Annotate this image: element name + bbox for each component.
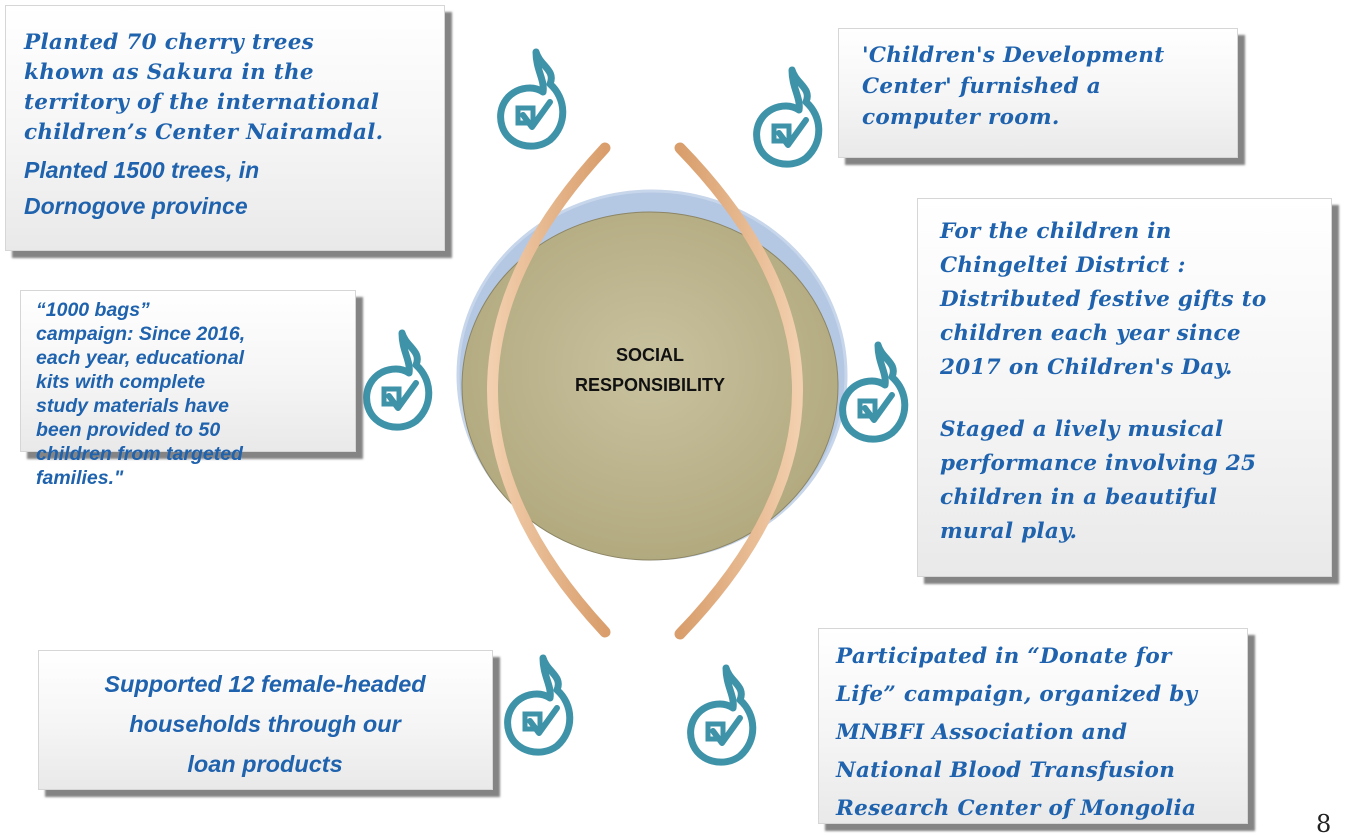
page-number: 8 (1316, 810, 1332, 838)
check-drop-icon (838, 337, 914, 447)
item-text-mid-right-2: Staged a lively musical performance invo… (940, 417, 1257, 544)
item-box-top-left (5, 5, 445, 251)
check-drop-icon (496, 44, 572, 154)
center-label: SOCIAL RESPONSIBILITY (520, 340, 780, 400)
center-label-line1: SOCIAL (615, 345, 684, 365)
check-drop-icon (686, 660, 762, 770)
item-text-bottom-left: Supported 12 female-headed households th… (104, 671, 426, 777)
item-text-bottom-right: Participated in “Donate for Life” campai… (836, 644, 1198, 821)
center-ellipse (461, 211, 839, 561)
item-box-top-right (838, 28, 1238, 158)
center-label-line2: RESPONSIBILITY (574, 375, 726, 395)
check-drop-icon (503, 650, 579, 760)
item-box-mid-right (917, 198, 1332, 577)
item-text-mid-left: “1000 bags” campaign: Since 2016, each y… (36, 299, 246, 489)
item-text-top-left: Planted 70 cherry trees khown as Sakura … (24, 30, 384, 145)
item-text-mid-right: For the children in Chingeltei District … (940, 219, 1267, 380)
right-arc (674, 142, 803, 640)
check-drop-icon (752, 62, 828, 172)
item-box-bottom-left (38, 650, 493, 790)
left-arc (487, 142, 611, 638)
item-text-top-right: 'Children's Development Center' furnishe… (862, 43, 1165, 130)
item-box-bottom-right (818, 628, 1248, 824)
item-box-mid-left (20, 290, 356, 452)
check-drop-icon (362, 325, 438, 435)
item-text-top-left-2: Planted 1500 trees, in Dornogove provinc… (24, 157, 260, 219)
